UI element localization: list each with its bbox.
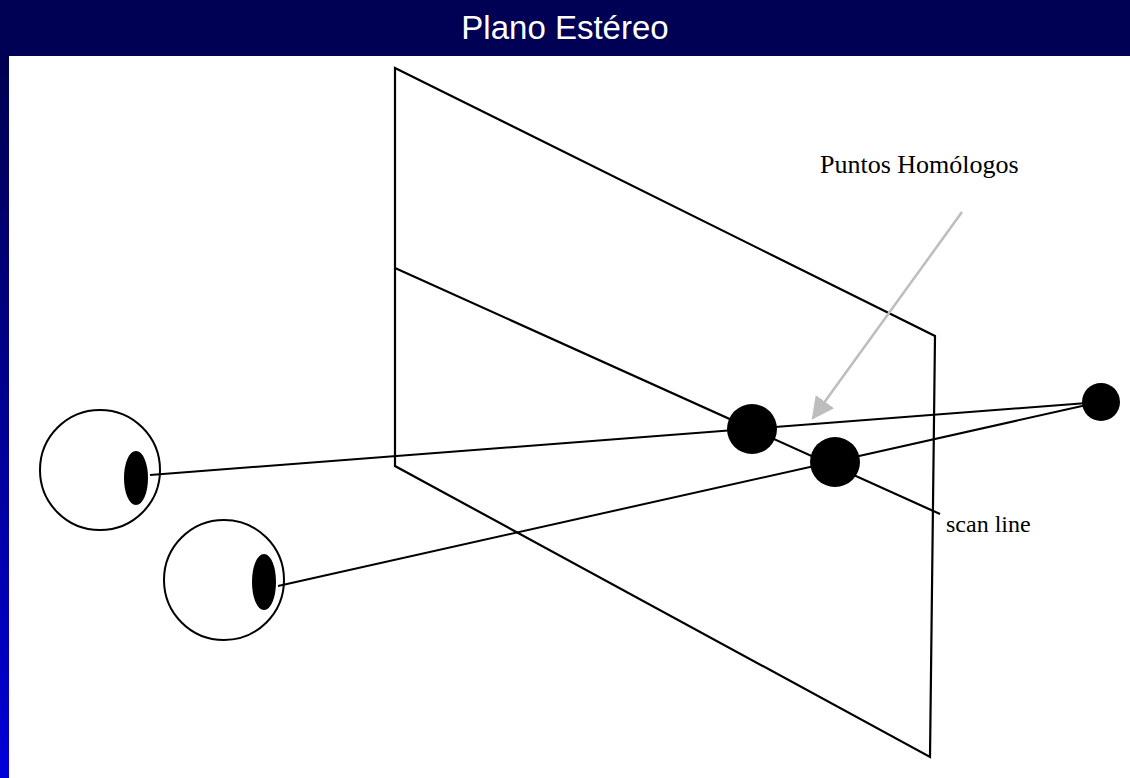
- homologous-point: [810, 437, 860, 487]
- scan-line: [395, 268, 940, 514]
- left-eye: [40, 410, 160, 530]
- homologous-point: [727, 404, 777, 454]
- right-pupil: [253, 555, 275, 609]
- right-eye: [164, 520, 284, 640]
- scene-point: [1082, 383, 1120, 421]
- title-bar-holder: Plano Estéreo: [0, 0, 1130, 56]
- side-strip: [0, 56, 9, 778]
- left-pupil: [125, 452, 147, 504]
- leader-arrow: [813, 212, 962, 418]
- sight-line: [278, 402, 1100, 586]
- scan-line-label: scan line: [946, 511, 1031, 538]
- slide-title: Plano Estéreo: [461, 9, 668, 47]
- sight-line: [150, 402, 1100, 475]
- callout-label: Puntos Homólogos: [820, 150, 1019, 180]
- title-bar: [0, 0, 1130, 56]
